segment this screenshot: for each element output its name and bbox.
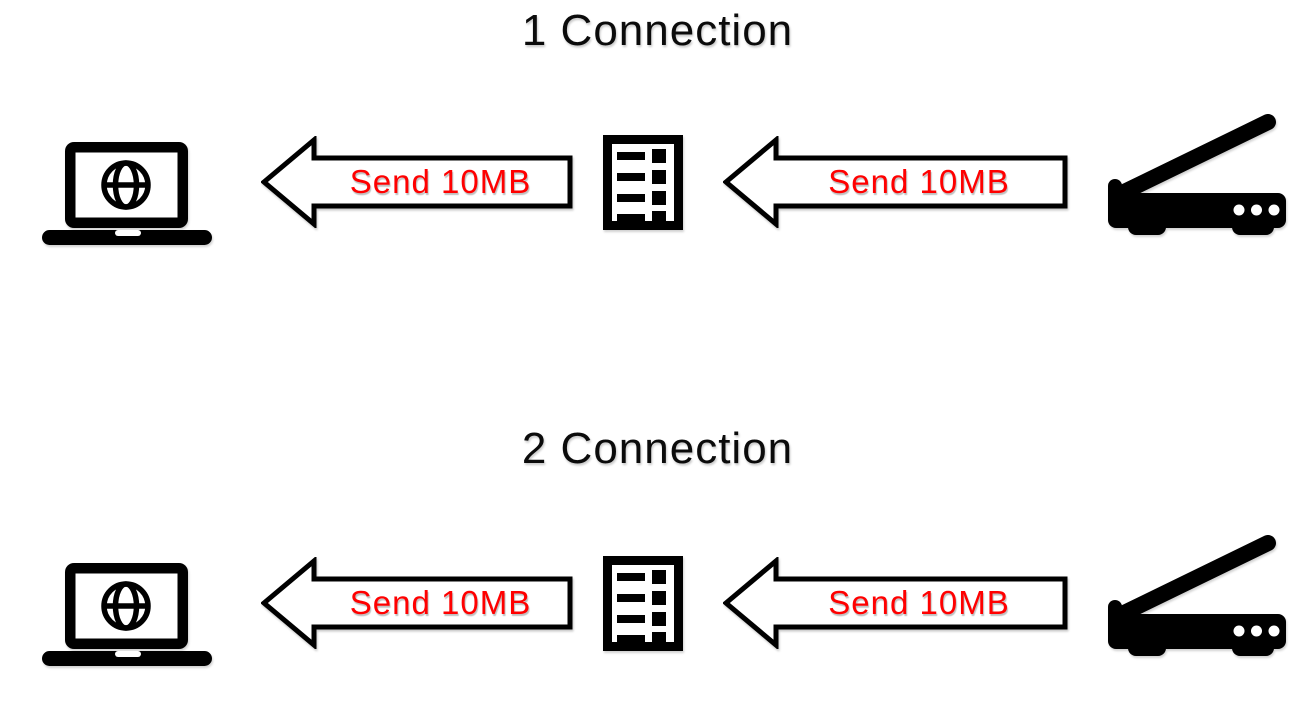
section-1-title: 1 Connection xyxy=(521,6,794,55)
section-2-title: 2 Connection xyxy=(521,424,794,473)
arrow-label: Send 10MB xyxy=(828,584,1010,621)
arrow-label: Send 10MB xyxy=(349,163,532,200)
laptop-globe-icon xyxy=(42,142,212,245)
scanner-icon xyxy=(1108,534,1286,656)
arrow-scanner-to-server: Send 10MB xyxy=(723,557,1068,649)
document-list-icon xyxy=(603,135,683,230)
document-list-icon xyxy=(603,556,683,651)
arrow-scanner-to-server: Send 10MB xyxy=(723,136,1068,228)
scanner-icon xyxy=(1108,113,1286,235)
arrow-server-to-laptop: Send 10MB xyxy=(261,136,573,228)
arrow-label: Send 10MB xyxy=(349,584,532,621)
laptop-globe-icon xyxy=(42,563,212,666)
arrow-server-to-laptop: Send 10MB xyxy=(261,557,573,649)
arrow-label: Send 10MB xyxy=(828,163,1010,200)
